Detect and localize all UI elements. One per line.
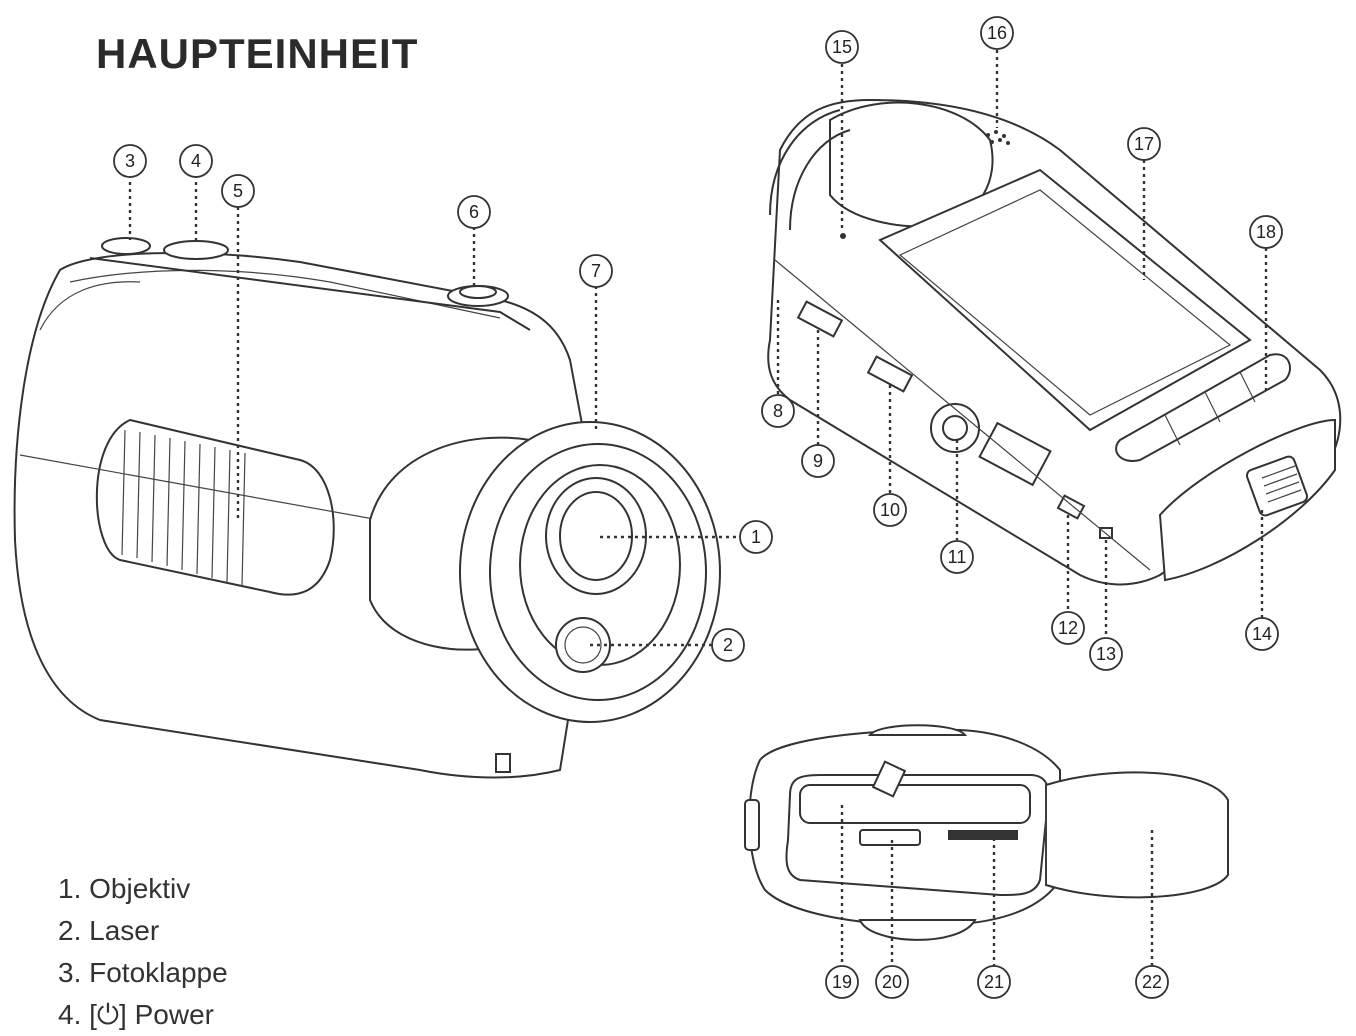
svg-text:19: 19 (832, 972, 852, 992)
grip-ribs (121, 429, 246, 587)
callout-17: 17 (1127, 127, 1161, 161)
svg-text:7: 7 (591, 261, 601, 281)
svg-text:8: 8 (773, 401, 783, 421)
camera-rear-view (767, 98, 1342, 586)
parts-legend: 1. Objektiv 2. Laser 3. Fotoklappe 4. [⏻… (58, 868, 228, 1036)
svg-text:9: 9 (813, 451, 823, 471)
svg-text:17: 17 (1134, 134, 1154, 154)
callout-10: 10 (873, 493, 907, 527)
callout-1: 1 (739, 520, 773, 554)
callout-6: 6 (457, 195, 491, 229)
svg-text:12: 12 (1058, 618, 1078, 638)
svg-text:18: 18 (1256, 222, 1276, 242)
callout-7: 7 (579, 254, 613, 288)
callout-20: 20 (875, 965, 909, 999)
svg-text:4: 4 (191, 151, 201, 171)
callout-18: 18 (1249, 215, 1283, 249)
callout-2: 2 (711, 628, 745, 662)
callout-22: 22 (1135, 965, 1169, 999)
camera-front-view (13, 237, 721, 779)
svg-text:13: 13 (1096, 644, 1116, 664)
legend-item: 1. Objektiv (58, 873, 191, 904)
svg-text:6: 6 (469, 202, 479, 222)
svg-text:1: 1 (751, 527, 761, 547)
svg-text:3: 3 (125, 151, 135, 171)
callout-19: 19 (825, 965, 859, 999)
callout-14: 14 (1245, 617, 1279, 651)
svg-text:10: 10 (880, 500, 900, 520)
callout-3: 3 (113, 144, 147, 178)
callout-12: 12 (1051, 611, 1085, 645)
camera-diagram: 1 2 3 4 5 6 7 8 9 10 11 12 13 14 15 16 1… (13, 16, 1342, 999)
legend-item: 3. Fotoklappe (58, 957, 228, 988)
callout-4: 4 (179, 144, 213, 178)
page-title: HAUPTEINHEIT (96, 30, 419, 77)
svg-text:14: 14 (1252, 624, 1272, 644)
svg-text:15: 15 (832, 37, 852, 57)
callout-8: 8 (761, 394, 795, 428)
callout-16: 16 (980, 16, 1014, 50)
svg-text:22: 22 (1142, 972, 1162, 992)
callout-9: 9 (801, 444, 835, 478)
callout-13: 13 (1089, 637, 1123, 671)
callout-15: 15 (825, 30, 859, 64)
svg-text:2: 2 (723, 635, 733, 655)
svg-text:16: 16 (987, 23, 1007, 43)
svg-text:21: 21 (984, 972, 1004, 992)
svg-text:11: 11 (948, 547, 967, 567)
callout-11: 11 (940, 540, 974, 574)
svg-text:20: 20 (882, 972, 902, 992)
callout-5: 5 (221, 174, 255, 208)
legend-item: 4. [⏻] Power (58, 999, 214, 1030)
callout-21: 21 (977, 965, 1011, 999)
legend-item: 2. Laser (58, 915, 160, 946)
camera-bottom-view (744, 724, 1229, 941)
svg-text:5: 5 (233, 181, 243, 201)
leader-lines (128, 50, 1268, 966)
